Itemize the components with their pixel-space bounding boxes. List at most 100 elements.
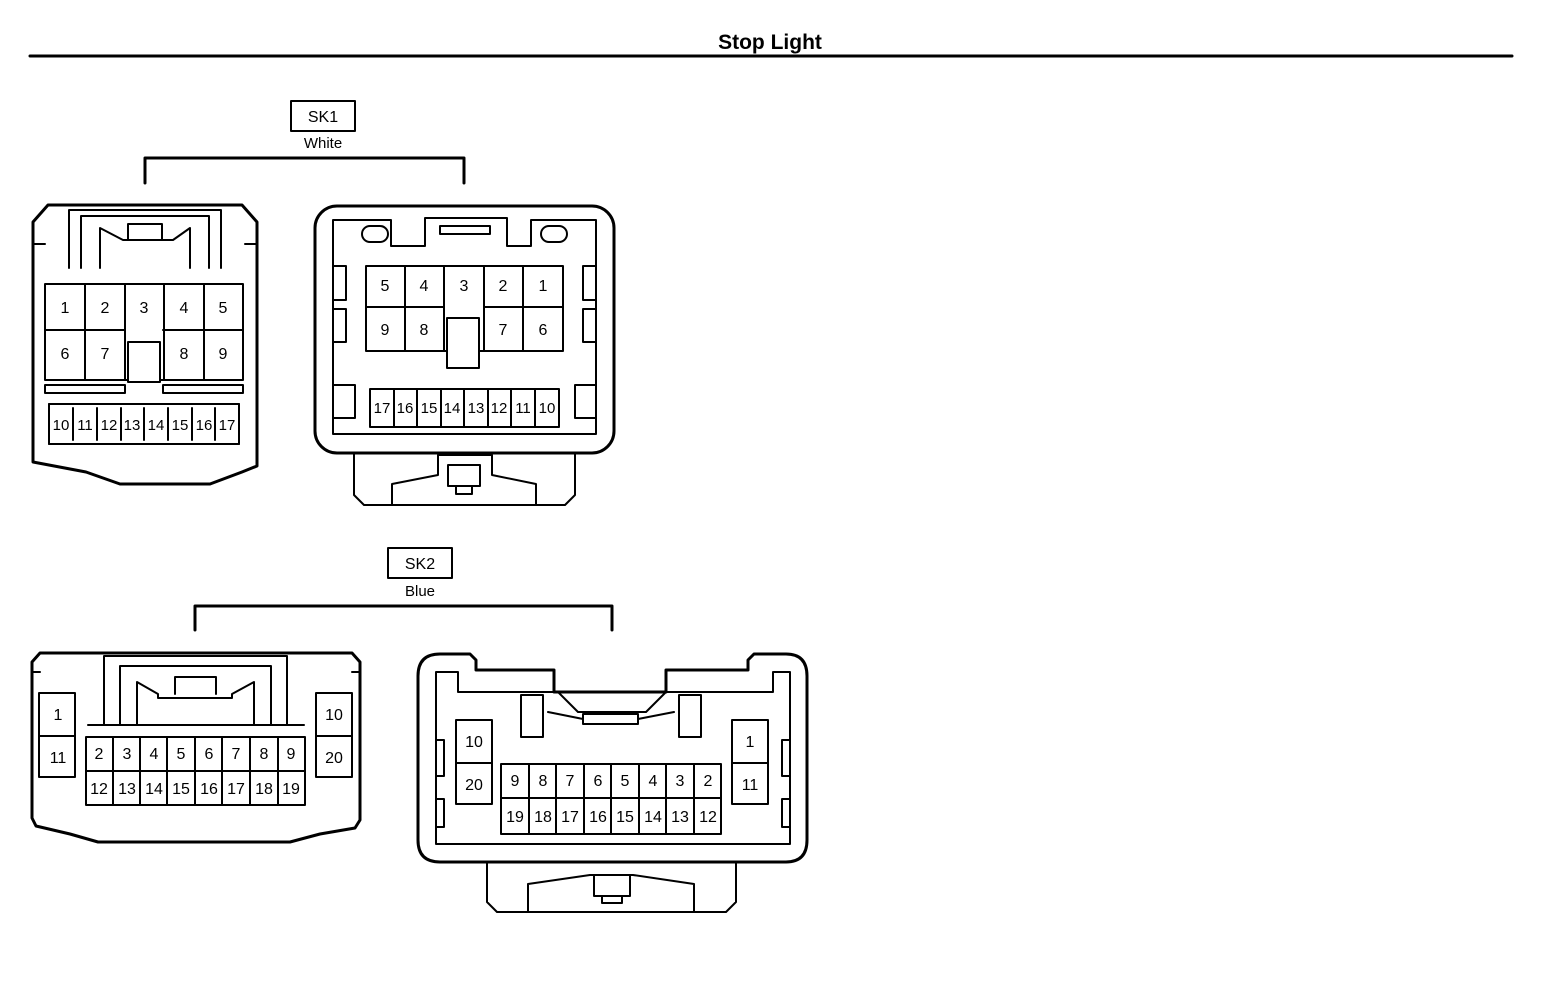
pin-label: 14 [148, 417, 165, 434]
pin-label: 19 [506, 809, 524, 826]
pin-label: 15 [421, 400, 438, 417]
pin-label: 4 [180, 300, 189, 317]
sk1-harness-divider-right [162, 384, 244, 394]
pin-label: 12 [699, 809, 717, 826]
sk1-harness-key [127, 341, 161, 383]
sk1-device-hole-left [361, 225, 389, 243]
pin-label: 9 [219, 346, 228, 363]
pin-label: 19 [282, 781, 300, 798]
pin-label: 3 [676, 773, 685, 790]
pin-label: 20 [465, 777, 483, 794]
pin-label: 20 [325, 750, 343, 767]
pin-label: 15 [172, 781, 190, 798]
pin-label: 12 [101, 417, 118, 434]
sk2-harness-side: 1 11 10 20 2 3 4 5 6 7 8 9 12 13 14 15 1… [30, 651, 362, 844]
pin-label: 3 [123, 746, 132, 763]
pin-label: 6 [61, 346, 70, 363]
pin-label: 14 [444, 400, 461, 417]
pin-label: 14 [644, 809, 662, 826]
sk1-tag-box [290, 100, 356, 132]
pin-label: 8 [420, 322, 429, 339]
pin-label: 10 [465, 734, 483, 751]
pin-label: 17 [374, 400, 391, 417]
sk1-device-pins: 5 4 3 2 1 9 8 7 6 17 16 15 14 13 12 11 1… [374, 278, 556, 417]
connector-sk2: SK2 Blue 1 11 10 20 2 3 4 5 6 [30, 547, 809, 913]
sk1-device-housing [313, 204, 616, 455]
pin-label: 7 [566, 773, 575, 790]
pin-label: 10 [539, 400, 556, 417]
sk1-color: White [304, 135, 342, 152]
pin-label: 12 [491, 400, 508, 417]
pin-label: 1 [61, 300, 70, 317]
pin-label: 18 [255, 781, 273, 798]
page-title: Stop Light [718, 31, 822, 54]
pin-label: 2 [95, 746, 104, 763]
sk2-device-post-left [520, 694, 544, 738]
pin-label: 11 [50, 750, 67, 767]
pin-label: 2 [101, 300, 110, 317]
pin-label: 9 [287, 746, 296, 763]
pin-label: 16 [200, 781, 218, 798]
pin-label: 16 [397, 400, 414, 417]
pin-label: 11 [515, 400, 531, 417]
pin-label: 13 [468, 400, 485, 417]
pin-label: 15 [172, 417, 189, 434]
sk2-harness-housing [30, 651, 362, 844]
pin-label: 6 [205, 746, 214, 763]
sk1-harness-divider-left [44, 384, 126, 394]
pin-label: 17 [561, 809, 579, 826]
pin-label: 13 [118, 781, 136, 798]
pin-label: 8 [260, 746, 269, 763]
sk2-device-inner [435, 671, 791, 845]
pin-label: 13 [124, 417, 141, 434]
pin-label: 2 [499, 278, 508, 295]
sk1-device-key [446, 317, 480, 369]
pin-label: 17 [227, 781, 245, 798]
pin-label: 16 [196, 417, 213, 434]
pin-label: 5 [177, 746, 186, 763]
pin-label: 5 [621, 773, 630, 790]
pin-label: 17 [219, 417, 236, 434]
sk1-harness-housing [31, 203, 259, 486]
sk2-device-side: 10 20 1 11 9 8 7 6 5 4 3 2 19 18 17 16 1… [416, 652, 809, 913]
pin-label: 9 [511, 773, 520, 790]
sk2-device-foot [486, 861, 737, 913]
pin-label: 5 [381, 278, 390, 295]
sk1-harness-side: 1 2 3 4 5 6 7 8 9 10 11 12 13 14 15 16 1… [31, 203, 259, 486]
pin-label: 6 [594, 773, 603, 790]
pin-label: 10 [53, 417, 70, 434]
sk1-device-foot [353, 452, 576, 506]
sk2-bracket [193, 604, 614, 632]
pin-label: 8 [180, 346, 189, 363]
pin-label: 11 [77, 417, 93, 434]
pin-label: 15 [616, 809, 634, 826]
pin-label: 1 [539, 278, 548, 295]
pin-label: 18 [534, 809, 552, 826]
sk2-tag: SK2 [405, 556, 435, 573]
pin-label: 8 [539, 773, 548, 790]
sk2-tag-box [387, 547, 453, 579]
sk1-harness-lock [68, 209, 222, 269]
sk2-device-pins: 10 20 1 11 9 8 7 6 5 4 3 2 19 18 17 16 1… [465, 734, 758, 826]
sk2-harness-pins: 1 11 10 20 2 3 4 5 6 7 8 9 12 13 14 15 1… [50, 707, 343, 798]
pin-label: 2 [704, 773, 713, 790]
sk2-device-post-right [678, 694, 702, 738]
pin-label: 7 [101, 346, 110, 363]
pin-label: 16 [589, 809, 607, 826]
pin-label: 9 [381, 322, 390, 339]
pin-label: 6 [539, 322, 548, 339]
sk1-device-inner [332, 217, 597, 435]
pin-label: 11 [742, 777, 759, 794]
pin-label: 1 [746, 734, 755, 751]
sk2-harness-lock [103, 655, 288, 726]
pin-label: 10 [325, 707, 343, 724]
sk1-device-latch [439, 225, 491, 235]
pin-label: 4 [649, 773, 658, 790]
sk1-device-side: 5 4 3 2 1 9 8 7 6 17 16 15 14 13 12 11 1… [313, 204, 616, 506]
pin-label: 13 [671, 809, 689, 826]
sk2-color: Blue [405, 583, 435, 600]
sk1-bracket [143, 156, 466, 185]
sk1-tag: SK1 [308, 109, 338, 126]
pin-label: 14 [145, 781, 163, 798]
